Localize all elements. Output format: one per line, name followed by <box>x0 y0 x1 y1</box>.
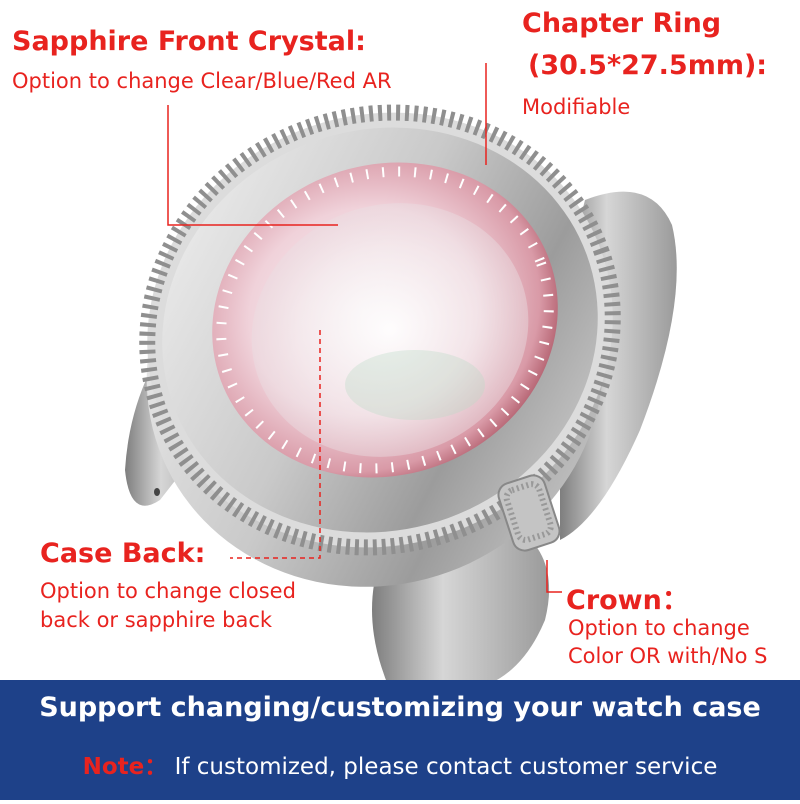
case-back-pointer-line <box>230 330 321 559</box>
sapphire-crystal <box>251 203 529 457</box>
crown <box>497 474 561 552</box>
banner-headline: Support changing/customizing your watch … <box>39 692 761 723</box>
chapter-ring-description: Modifiable <box>522 95 631 119</box>
crown-description-line1: Option to change <box>568 616 750 640</box>
crystal-reflection <box>345 350 485 420</box>
case-back-description-line2: back or sapphire back <box>40 608 273 632</box>
crown-description-line2: Color OR with/No S <box>568 644 768 668</box>
note-label: Note： <box>82 754 168 780</box>
note-text: If customized, please contact customer s… <box>174 754 718 780</box>
crystal-pointer-line <box>167 105 338 226</box>
crown-title: Crown： <box>566 585 689 616</box>
chapter-ring-markers <box>216 166 554 474</box>
chapter-ring-title: Chapter Ring <box>522 8 722 39</box>
case-back-title: Case Back: <box>40 538 206 569</box>
promo-banner: Support changing/customizing your watch … <box>0 680 800 800</box>
chapter-ring-size: (30.5*27.5mm): <box>528 50 768 81</box>
case-back-description-line1: Option to change closed <box>40 579 296 603</box>
banner-note: Note： If customized, please contact cust… <box>0 747 800 781</box>
crystal-description: Option to change Clear/Blue/Red AR <box>12 69 392 93</box>
crystal-title: Sapphire Front Crystal: <box>12 26 366 57</box>
lug-spring-bar-hole <box>154 488 160 496</box>
crown-pointer-line <box>546 560 562 593</box>
